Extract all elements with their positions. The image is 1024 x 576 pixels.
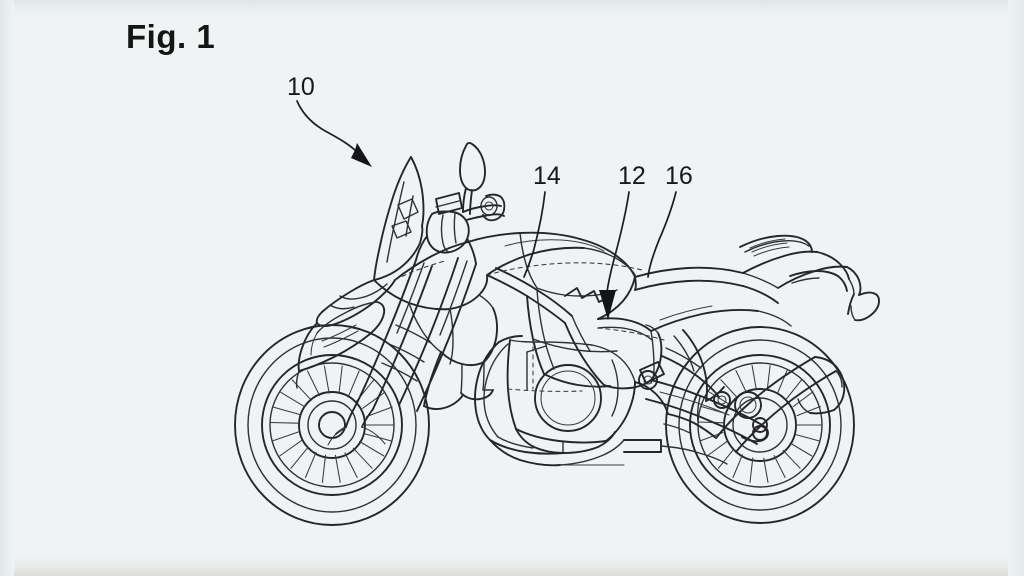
side-fairing xyxy=(373,241,498,410)
leader-line-10 xyxy=(296,100,372,167)
reference-numeral-16: 16 xyxy=(665,162,693,190)
rear-wheel-spokes xyxy=(697,365,823,483)
headlight-cowl xyxy=(315,279,396,327)
rear-inner-fender xyxy=(673,329,725,402)
front-wheel xyxy=(234,324,430,526)
leader-line-12 xyxy=(599,191,630,320)
luggage-rack xyxy=(739,234,880,322)
rear-view-mirror xyxy=(459,142,486,215)
handlebar-and-controls xyxy=(415,192,506,265)
front-fork xyxy=(335,257,477,435)
seat-and-subframe xyxy=(634,266,792,332)
front-brake-disc xyxy=(327,426,386,446)
reference-numeral-10: 10 xyxy=(287,73,315,101)
windscreen xyxy=(373,156,425,281)
front-beak-fender xyxy=(295,301,386,389)
reference-numeral-14: 14 xyxy=(533,162,561,190)
construction-lines xyxy=(394,260,665,392)
reference-numeral-12: 12 xyxy=(618,162,646,190)
rear-wheel xyxy=(665,326,855,524)
figure-title: Fig. 1 xyxy=(126,18,216,55)
engine-block xyxy=(506,339,636,454)
exhaust-muffler xyxy=(660,356,846,465)
swingarm xyxy=(645,347,769,445)
front-wheel-spokes xyxy=(269,365,395,483)
leader-line-16 xyxy=(647,191,677,278)
leader-arrowhead-10 xyxy=(351,143,372,167)
trellis-frame xyxy=(486,267,655,390)
leader-arrowhead-12 xyxy=(599,290,616,320)
leader-line-14 xyxy=(523,191,546,278)
